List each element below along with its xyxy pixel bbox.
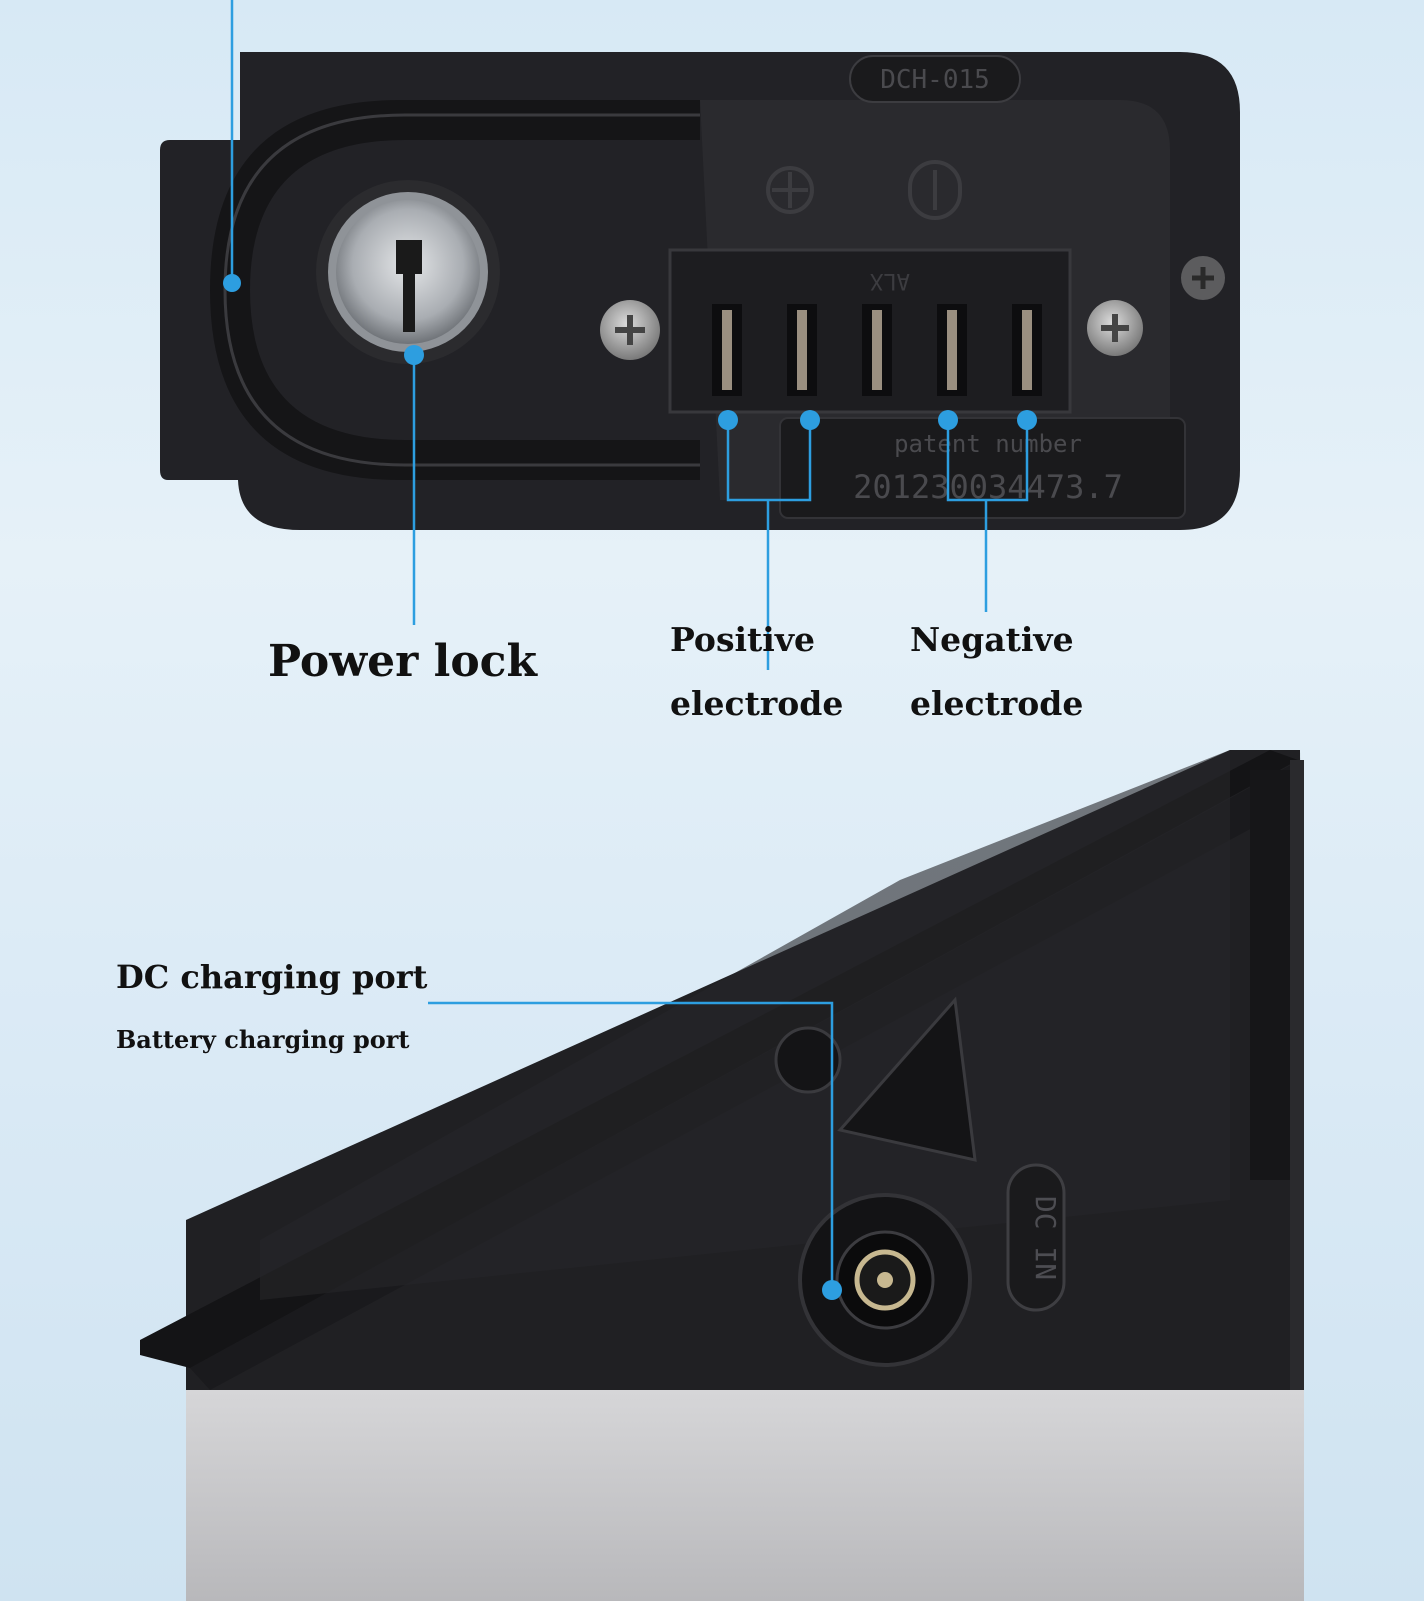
negative-electrode-label-line2: electrode: [910, 684, 1084, 723]
callout-dot-negative-2: [1017, 410, 1037, 430]
electrode-pins: [712, 304, 1042, 396]
callout-lines-bottom: [428, 1001, 834, 1290]
callout-dot-channel: [223, 274, 241, 292]
electrode-connector: ALX: [668, 248, 1072, 414]
key-lock: [316, 180, 500, 364]
screw-right: [1087, 300, 1143, 356]
patent-title: patent number: [894, 430, 1082, 458]
screw-top-right: [1181, 256, 1225, 300]
callout-dot-lock: [404, 345, 424, 365]
dc-in-engraving: DC IN: [1029, 1196, 1062, 1280]
positive-electrode-label-line1: Positive: [670, 620, 816, 659]
callout-dot-dc-port: [822, 1280, 842, 1300]
callout-dot-positive-2: [800, 410, 820, 430]
patent-plate: patent number 201230034473.7: [779, 417, 1186, 519]
positive-electrode-label-line2: electrode: [670, 684, 844, 723]
minus-symbol: [908, 160, 962, 220]
keyhole-icon: [396, 240, 422, 274]
plus-symbol: [766, 166, 814, 214]
model-engraving: DCH-015: [880, 65, 990, 95]
dc-charging-port-label: DC charging port: [116, 958, 428, 996]
power-lock-label: Power lock: [268, 636, 537, 687]
negative-electrode-label-line1: Negative: [910, 620, 1074, 659]
battery-metal-body: [186, 1390, 1304, 1601]
battery-end-cap: DC IN: [140, 750, 1304, 1601]
battery-charging-port-label: Battery charging port: [116, 1025, 410, 1054]
callout-dot-positive-1: [718, 410, 738, 430]
alx-engraving: ALX: [869, 268, 909, 293]
screw-left: [600, 300, 660, 360]
callout-lines-top: [230, 0, 1029, 670]
callout-dot-negative-1: [938, 410, 958, 430]
